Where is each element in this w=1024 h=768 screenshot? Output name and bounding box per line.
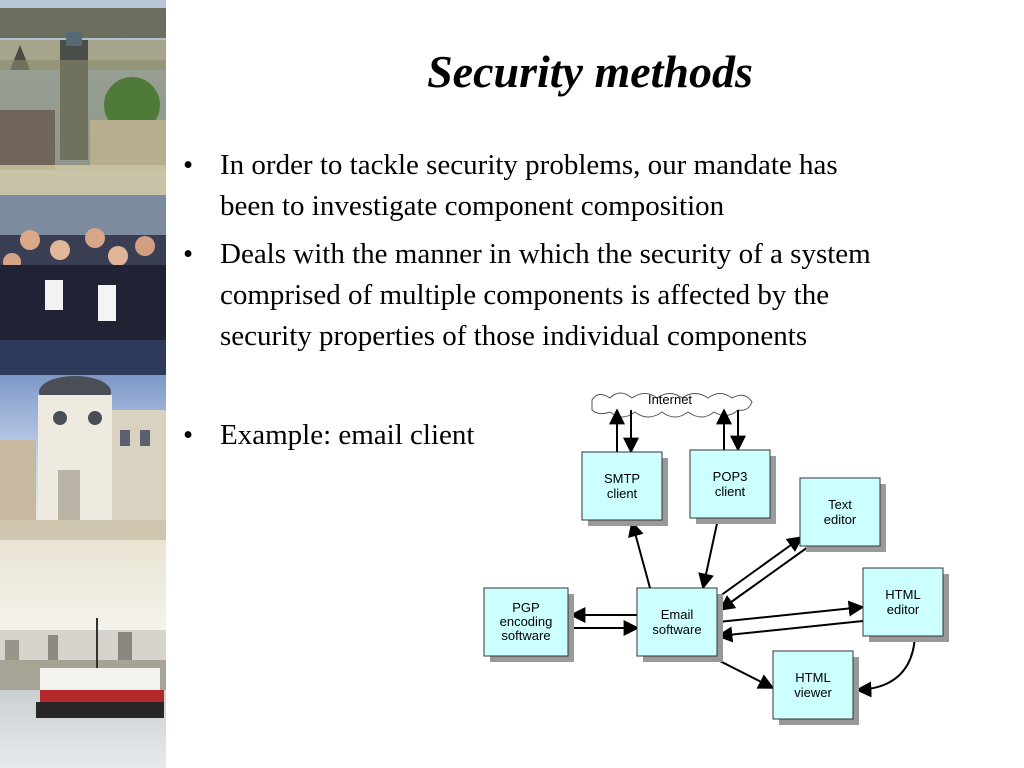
- box-label: client: [607, 486, 638, 501]
- box-label: Email: [661, 607, 694, 622]
- box-label: software: [652, 622, 701, 637]
- slide-title: Security methods: [427, 46, 753, 97]
- box-label: editor: [824, 512, 857, 527]
- bullet-dot: •: [183, 238, 194, 270]
- bullet-text: been to investigate component compositio…: [220, 190, 725, 222]
- bullet-text: security properties of those individual …: [220, 320, 808, 352]
- email-client-diagram: Internet SMTP client POP3 client Text ed…: [483, 392, 946, 722]
- box-label: POP3: [713, 469, 748, 484]
- box-html-viewer: HTML viewer: [772, 650, 856, 722]
- box-label: HTML: [885, 587, 920, 602]
- box-label: encoding: [500, 614, 553, 629]
- bullet-dot: •: [183, 419, 194, 451]
- box-pgp-encoding-software: PGP encoding software: [483, 587, 571, 659]
- box-label: editor: [887, 602, 920, 617]
- box-smtp-client: SMTP client: [581, 451, 665, 523]
- box-label: Text: [828, 497, 852, 512]
- box-label: HTML: [795, 670, 830, 685]
- bullet-dot: •: [183, 149, 194, 181]
- sidebar-photo-collage: [0, 0, 166, 768]
- box-email-software: Email software: [636, 587, 720, 659]
- box-label: SMTP: [604, 471, 640, 486]
- bullet-text: comprised of multiple components is affe…: [220, 279, 830, 311]
- cloud-label: Internet: [648, 392, 692, 407]
- box-pop3-client: POP3 client: [689, 449, 773, 521]
- box-text-editor: Text editor: [799, 477, 883, 549]
- box-label: software: [501, 628, 550, 643]
- bullet-text: Deals with the manner in which the secur…: [220, 238, 871, 270]
- bullet-text: In order to tackle security problems, ou…: [220, 149, 838, 181]
- box-html-editor: HTML editor: [862, 567, 946, 639]
- box-label: PGP: [512, 600, 539, 615]
- box-label: client: [715, 484, 746, 499]
- bullet-text: Example: email client: [220, 419, 475, 451]
- box-label: viewer: [794, 685, 832, 700]
